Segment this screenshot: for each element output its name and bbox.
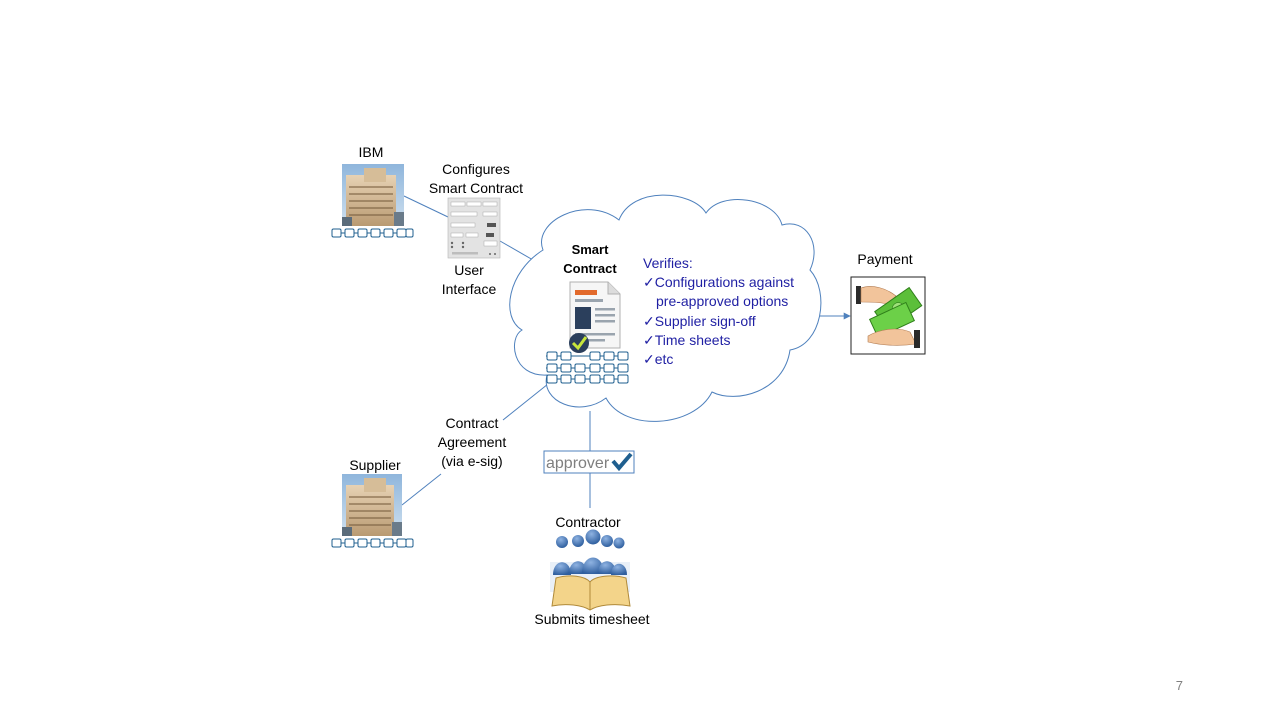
smart-contract-title-line-2: Contract (563, 261, 617, 276)
smart-contract-cloud (509, 194, 822, 422)
submits-timesheet-label: Submits timesheet (534, 611, 650, 627)
contractor-group-image (550, 529, 631, 611)
user-interface-image (447, 197, 501, 259)
user-interface-label-line-2: Interface (441, 281, 497, 297)
approver-logo: approver (543, 450, 635, 474)
check-mark-icon: ✓ (643, 332, 655, 348)
check-mark-icon: ✓ (643, 313, 655, 329)
user-interface-label-line-1: User (454, 262, 484, 278)
user-interface-label: User Interface (428, 261, 510, 299)
page-number: 7 (1175, 678, 1183, 693)
configures-label-line-2: Smart Contract (428, 180, 524, 196)
contract-agreement-label-line-1: Contract (445, 415, 499, 431)
payment-label: Payment (857, 251, 913, 267)
verifies-item: ✓etc (643, 351, 674, 367)
contract-agreement-label-line-2: Agreement (437, 434, 507, 450)
verifies-item: pre-approved options (656, 293, 789, 309)
smart-contract-title-line-1: Smart (571, 242, 609, 257)
ibm-to-ui-line (403, 195, 449, 218)
contractor-label: Contractor (555, 514, 621, 530)
ibm-blockchain-chain (331, 228, 414, 238)
check-mark-icon: ✓ (643, 351, 655, 367)
verifies-item: ✓Configurations against (643, 274, 795, 290)
contract-agreement-label-line-3: (via e-sig) (441, 453, 503, 469)
cloud-blockchain-grid (546, 351, 629, 384)
connectors (401, 195, 851, 508)
check-mark-icon: ✓ (643, 274, 655, 290)
verifies-heading: Verifies: (643, 255, 693, 271)
configures-label-line-1: Configures (442, 161, 510, 177)
supplier-to-agreement-line (401, 473, 442, 506)
approver-check-icon (611, 452, 633, 472)
approver-logo-text: approver (546, 455, 610, 472)
payment-image (850, 276, 926, 355)
contract-agreement-label: Contract Agreement (via e-sig) (424, 414, 520, 471)
verifies-item: ✓Time sheets (643, 332, 731, 348)
supplier-blockchain-chain (331, 538, 414, 548)
configures-label: Configures Smart Contract (416, 160, 536, 198)
agreement-to-cloud-line (502, 383, 549, 421)
ibm-label: IBM (358, 144, 384, 160)
supplier-label: Supplier (349, 457, 401, 473)
verifies-item: ✓Supplier sign-off (643, 313, 756, 329)
supplier-building-image (342, 474, 402, 536)
contract-document-icon (569, 281, 621, 353)
ibm-building-image (342, 164, 404, 226)
smart-contract-title: Smart Contract (550, 240, 630, 278)
